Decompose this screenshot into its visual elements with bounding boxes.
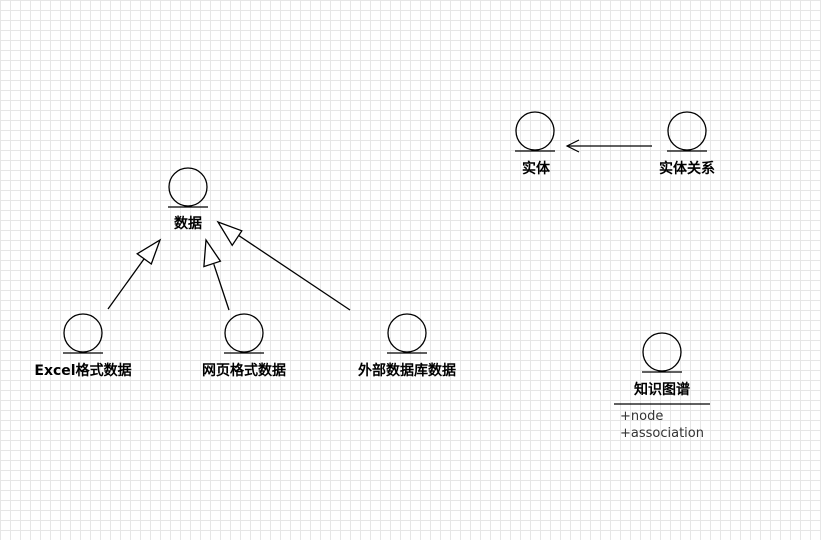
entity-label-external: 外部数据库数据 [358,363,456,379]
entity-excel[interactable] [63,313,103,354]
entity-label-shuju: 数据 [174,216,202,232]
entity-label-shiti-guanxi: 实体关系 [659,161,715,177]
entity-shuju[interactable] [168,167,208,208]
entity-web[interactable] [224,313,264,354]
relation-web-to-shuju[interactable] [203,238,230,311]
relation-line [107,255,147,310]
entity-label-excel: Excel格式数据 [34,363,132,379]
entity-circle-icon [224,313,264,353]
entity-label-shiti: 实体 [522,161,550,177]
kg-attribute-association: +association [620,426,704,441]
entity-circle-icon [642,332,682,372]
relation-line [233,231,351,311]
relation-excel-to-shuju[interactable] [107,238,162,310]
relation-line [213,263,230,311]
entity-external[interactable] [387,313,427,354]
entity-label-kg: 知识图谱 [634,382,690,398]
relation-shiti-guanxi-to-shiti[interactable] [565,139,652,153]
relation-external-to-shuju[interactable] [216,220,351,311]
entity-circle-icon [667,111,707,151]
entity-shiti-guanxi[interactable] [667,111,707,152]
generalization-arrow-icon [136,238,162,266]
generalization-arrow-icon [203,238,222,268]
entity-shiti[interactable] [515,111,555,152]
entity-label-web: 网页格式数据 [202,363,286,379]
generalization-arrow-icon [216,220,243,247]
entity-kg[interactable] [614,332,710,405]
entity-circle-icon [387,313,427,353]
kg-attribute-node: +node [620,409,664,424]
open-arrow-icon [565,139,580,153]
entity-circle-icon [515,111,555,151]
entity-circle-icon [168,167,208,207]
entity-circle-icon [63,313,103,353]
